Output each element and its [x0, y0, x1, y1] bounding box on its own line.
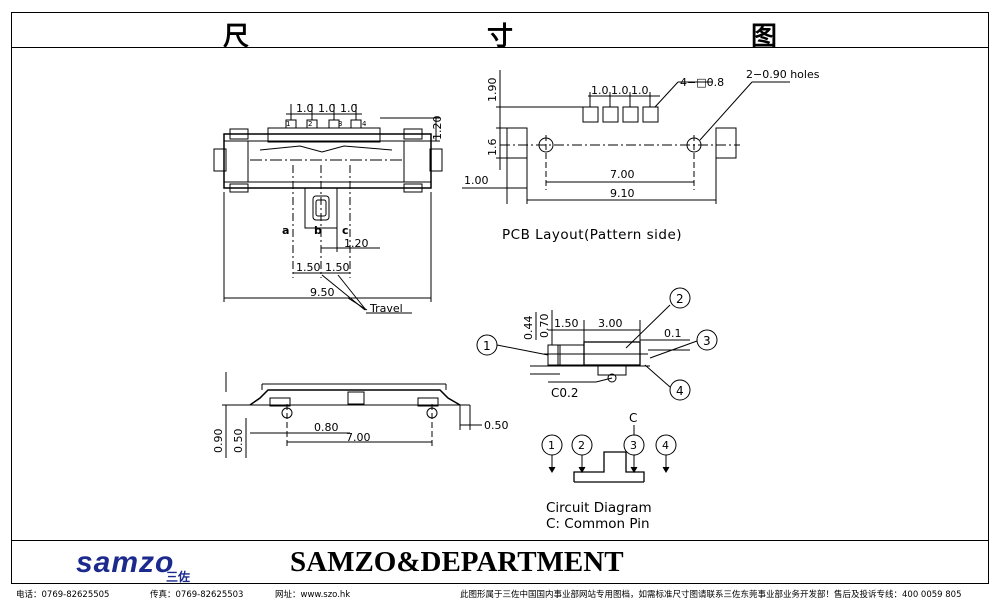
- pin-num-4: 4: [362, 120, 367, 128]
- notice-text: 此图形属于三佐中国国内事业部网站专用图档，如需标准尺寸图请联系三佐东莞事业部业务…: [460, 590, 962, 600]
- phone-text: 电话：0769-82625505: [16, 590, 110, 600]
- pcb-hole-note: 2−0.90 holes: [746, 68, 820, 81]
- detail-chamfer: C0.2: [551, 386, 578, 400]
- dim-1-50-left: 1.50: [296, 261, 321, 274]
- circuit-caption-2: C: Common Pin: [546, 516, 650, 532]
- pcb-dim-1-00: 1.00: [464, 174, 489, 187]
- website-text: 网址：www.szo.hk: [275, 590, 351, 600]
- pcb-pitch-3: 1.0: [631, 84, 649, 97]
- detail-dim-1-50: 1.50: [554, 317, 579, 330]
- dim-0-80: 0.80: [314, 421, 339, 434]
- top-view: [213, 104, 443, 314]
- dim-1-50-right: 1.50: [325, 261, 350, 274]
- pcb-dim-7-00: 7.00: [610, 168, 635, 181]
- pos-label-c: c: [342, 224, 349, 237]
- circuit-pin-1: 1: [548, 439, 555, 452]
- dim-1-20-height: 1.20: [431, 116, 444, 141]
- circuit-pin-2: 2: [578, 439, 585, 452]
- balloon-4: 4: [676, 384, 684, 398]
- dim-9-50: 9.50: [310, 286, 335, 299]
- fax-text: 传真：0769-82625503: [150, 590, 244, 600]
- circuit-diagram: [541, 425, 677, 483]
- circuit-caption-1: Circuit Diagram: [546, 500, 652, 516]
- dim-1-20-offset: 1.20: [344, 237, 369, 250]
- circuit-pin-4: 4: [662, 439, 669, 452]
- pcb-pad-note: 4−□0.8: [680, 76, 724, 89]
- dim-0-50-height: 0.50: [232, 429, 245, 454]
- pos-label-a: a: [282, 224, 289, 237]
- drawing-frame: [11, 12, 989, 584]
- footer-bar: [11, 540, 989, 584]
- pcb-dim-1-90: 1.90: [486, 78, 499, 103]
- dim-pitch-1: 1.0: [296, 102, 314, 115]
- pos-label-b: b: [314, 224, 322, 237]
- logo-wordmark: samzo: [76, 546, 175, 579]
- detail-dim-0-70: 0.70: [538, 314, 551, 339]
- pcb-caption: PCB Layout(Pattern side): [502, 227, 682, 243]
- balloon-2: 2: [676, 292, 684, 306]
- dim-0-90: 0.90: [212, 429, 225, 454]
- pcb-pitch-2: 1.0: [611, 84, 629, 97]
- company-logo: samzo 三佐: [76, 546, 206, 584]
- circuit-pin-3: 3: [630, 439, 637, 452]
- dim-pitch-3: 1.0: [340, 102, 358, 115]
- detail-dim-0-1: 0.1: [664, 327, 682, 340]
- dimension-labels: 1.0 1.0 1.0 1 2 3 4 1.20 a b c 1.20 1.50…: [212, 68, 820, 532]
- balloon-1: 1: [483, 339, 491, 353]
- dim-0-50-right: 0.50: [484, 419, 509, 432]
- pin-num-1: 1: [286, 120, 290, 128]
- pcb-dim-1-6: 1.6: [486, 139, 499, 157]
- pin-num-2: 2: [308, 120, 312, 128]
- dim-pitch-2: 1.0: [318, 102, 336, 115]
- dim-7-00-side: 7.00: [346, 431, 371, 444]
- detail-view: [476, 287, 718, 401]
- pcb-layout: [462, 70, 790, 204]
- balloon-3: 3: [703, 334, 711, 348]
- title-bar: 尺 寸 图: [11, 12, 989, 52]
- travel-label: Travel: [369, 302, 403, 315]
- pin-num-3: 3: [338, 120, 342, 128]
- common-label: C: [629, 411, 637, 425]
- detail-dim-3-00: 3.00: [598, 317, 623, 330]
- logo-subtext: 三佐: [166, 570, 191, 584]
- company-name: SAMZO&DEPARTMENT: [290, 546, 624, 578]
- side-view: [222, 372, 482, 458]
- contact-line: 电话：0769-82625505 传真：0769-82625503 网址：www…: [0, 586, 1000, 600]
- page-title: 尺 寸 图: [222, 22, 839, 52]
- pcb-dim-9-10: 9.10: [610, 187, 635, 200]
- detail-dim-0-44: 0.44: [522, 316, 535, 341]
- pcb-pitch-1: 1.0: [591, 84, 609, 97]
